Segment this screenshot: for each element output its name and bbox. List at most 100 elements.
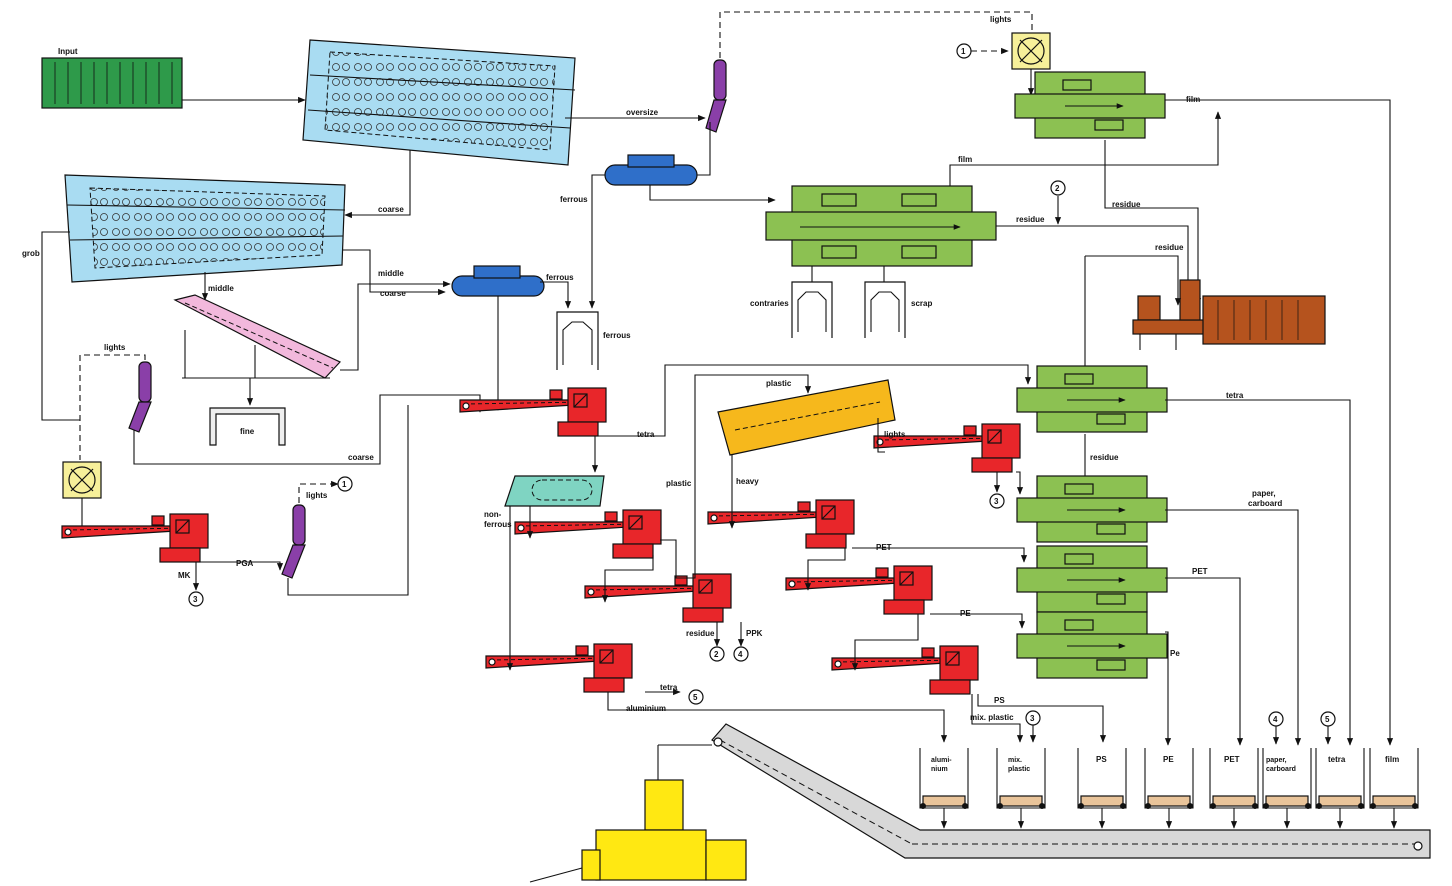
label-plastic-1: plastic (666, 479, 692, 488)
collecting-belt (711, 723, 1431, 859)
label-residue-2: residue (1016, 215, 1045, 224)
label-ferrous-1: ferrous (560, 195, 588, 204)
label-ferrous-3: ferrous (603, 331, 631, 340)
svg-text:PET: PET (1224, 755, 1240, 764)
label-lights-4: lights (884, 430, 906, 439)
svg-text:tetra: tetra (1328, 755, 1346, 764)
optical-sorter-tetra (1017, 366, 1167, 432)
svg-text:PE: PE (1163, 755, 1174, 764)
label-scrap: scrap (911, 299, 932, 308)
label-plastic-2: plastic (766, 379, 792, 388)
label-ppk: PPK (746, 629, 763, 638)
inclined-elevator (173, 294, 342, 379)
overband-magnet-2 (451, 265, 545, 297)
baler (1132, 279, 1326, 350)
bunker-aluminium: alumi-nium (919, 747, 969, 810)
conveyor-ps (831, 645, 979, 695)
conveyor-plastic-1 (514, 509, 662, 559)
eddy-current-separator (504, 475, 605, 507)
label-residue-3: residue (1155, 243, 1184, 252)
marker-3-b: 3 (989, 493, 1005, 509)
svg-text:4: 4 (738, 650, 743, 659)
svg-text:3: 3 (193, 595, 198, 604)
marker-3-c: 3 (1025, 710, 1041, 726)
label-film-1: film (1186, 95, 1200, 104)
label-lights-1: lights (990, 15, 1012, 24)
bunker-paper-carboard: paper,carboard (1262, 747, 1312, 810)
label-mk: MK (178, 571, 191, 580)
bunker-ps: PS (1077, 747, 1127, 810)
optical-sorter-main (765, 185, 997, 267)
label-non-ferrous: non-ferrous (484, 510, 512, 529)
label-tetra-1: tetra (637, 430, 655, 439)
label-ferrous-2: ferrous (546, 273, 574, 282)
svg-text:3: 3 (1030, 714, 1035, 723)
label-contraries: contraries (750, 299, 789, 308)
svg-text:2: 2 (714, 650, 719, 659)
label-residue-1: residue (1112, 200, 1141, 209)
label-lights-3: lights (306, 491, 328, 500)
label-coarse-3: coarse (348, 453, 374, 462)
marker-4-a: 4 (733, 646, 749, 662)
label-input: Input (58, 47, 78, 56)
label-mix-plastic: mix. plastic (970, 713, 1014, 722)
air-separator-2 (128, 361, 152, 433)
svg-text:PS: PS (1096, 755, 1107, 764)
marker-4-b: 4 (1268, 711, 1284, 727)
label-aluminium: aluminium (626, 704, 666, 713)
bunker-film: film (1369, 747, 1419, 810)
svg-text:5: 5 (693, 693, 698, 702)
overband-magnet-1 (604, 154, 698, 186)
scrap-bin (864, 281, 906, 338)
label-fine: fine (240, 427, 255, 436)
optical-sorter-pe (1017, 612, 1167, 678)
label-oversize: oversize (626, 108, 659, 117)
label-heavy: heavy (736, 477, 759, 486)
conveyor-residue (584, 573, 732, 623)
marker-1-b: 1 (337, 476, 353, 492)
bunker-pet: PET (1209, 747, 1259, 810)
svg-text:2: 2 (1055, 184, 1060, 193)
label-paper-carboard: paper,carboard (1248, 489, 1282, 508)
svg-text:paper,carboard: paper,carboard (1266, 757, 1296, 773)
label-lights-2: lights (104, 343, 126, 352)
svg-text:3: 3 (994, 497, 999, 506)
input-hopper (41, 57, 183, 109)
optical-sorter-pet (1017, 546, 1167, 612)
svg-text:1: 1 (342, 480, 347, 489)
ballistic-separator (717, 379, 896, 456)
label-pe-1: PE (960, 609, 971, 618)
marker-2-a: 2 (1050, 180, 1066, 196)
label-residue-4: residue (686, 629, 715, 638)
air-separator-3 (281, 504, 306, 579)
fan-2 (62, 461, 102, 499)
label-tetra-3: tetra (1226, 391, 1244, 400)
conveyor-heavy (707, 499, 855, 549)
label-pet-2: PET (1192, 567, 1208, 576)
label-coarse-2: coarse (380, 289, 406, 298)
label-coarse-1: coarse (378, 205, 404, 214)
marker-1-a: 1 (956, 43, 972, 59)
svg-text:5: 5 (1325, 715, 1330, 724)
conveyor-mk (61, 513, 209, 563)
drum-screen-2 (64, 174, 346, 283)
label-middle-1: middle (208, 284, 234, 293)
label-residue-5: residue (1090, 453, 1119, 462)
label-pe-2: Pe (1170, 649, 1180, 658)
svg-text:mix.plastic: mix.plastic (1008, 757, 1030, 773)
label-ps: PS (994, 696, 1005, 705)
label-pga: PGA (236, 559, 254, 568)
label-pet-1: PET (876, 543, 892, 552)
label-film-2: film (958, 155, 972, 164)
bunker-pe: PE (1144, 747, 1194, 810)
svg-text:1: 1 (961, 47, 966, 56)
marker-5-a: 5 (688, 689, 704, 705)
label-tetra-2: tetra (660, 683, 678, 692)
conveyor-aluminium (485, 643, 633, 693)
bunker-tetra: tetra (1315, 747, 1365, 810)
label-middle-2: middle (378, 269, 404, 278)
baling-press (529, 744, 747, 883)
marker-2-b: 2 (709, 646, 725, 662)
svg-text:film: film (1385, 755, 1399, 764)
